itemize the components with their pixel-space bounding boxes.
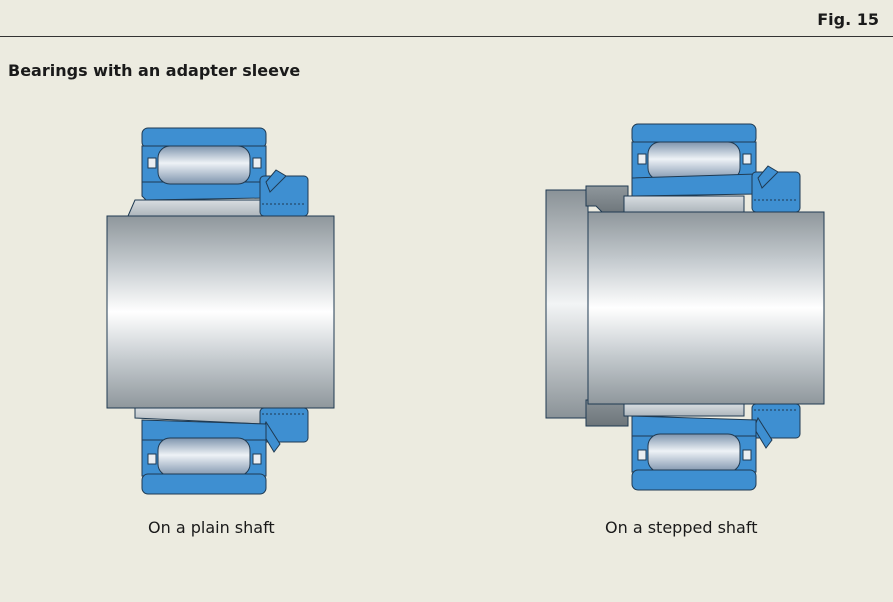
bearing-outer-ring-bottom-right <box>631 469 757 491</box>
roller-top <box>157 145 251 185</box>
adapter-sleeve-top <box>127 199 263 217</box>
caption-plain-shaft: On a plain shaft <box>148 518 275 537</box>
bearing-inner-ring-top-right <box>631 173 757 197</box>
header-rule <box>0 36 893 37</box>
roller-bottom-right <box>647 433 741 473</box>
adapter-sleeve-bottom-right <box>623 403 745 417</box>
stepped-shaft-main <box>587 211 825 405</box>
figure-title: Bearings with an adapter sleeve <box>8 61 301 80</box>
shaft-step <box>545 189 589 419</box>
plain-shaft-diagram <box>106 127 335 495</box>
lock-washer-top <box>265 169 287 193</box>
abutment-collar-top <box>585 185 629 215</box>
bearing-outer-ring-top <box>141 127 267 149</box>
bearing-outer-ring-top-right <box>631 123 757 145</box>
caption-stepped-shaft: On a stepped shaft <box>605 518 758 537</box>
roller-top-right <box>647 141 741 181</box>
stepped-shaft-diagram <box>545 123 825 491</box>
lock-washer-top-right <box>757 165 779 189</box>
roller-bottom <box>157 437 251 477</box>
figure-number: Fig. 15 <box>817 10 879 29</box>
bearing-outer-ring-bottom <box>141 473 267 495</box>
adapter-sleeve-top-right <box>623 195 745 213</box>
plain-shaft <box>106 215 335 409</box>
